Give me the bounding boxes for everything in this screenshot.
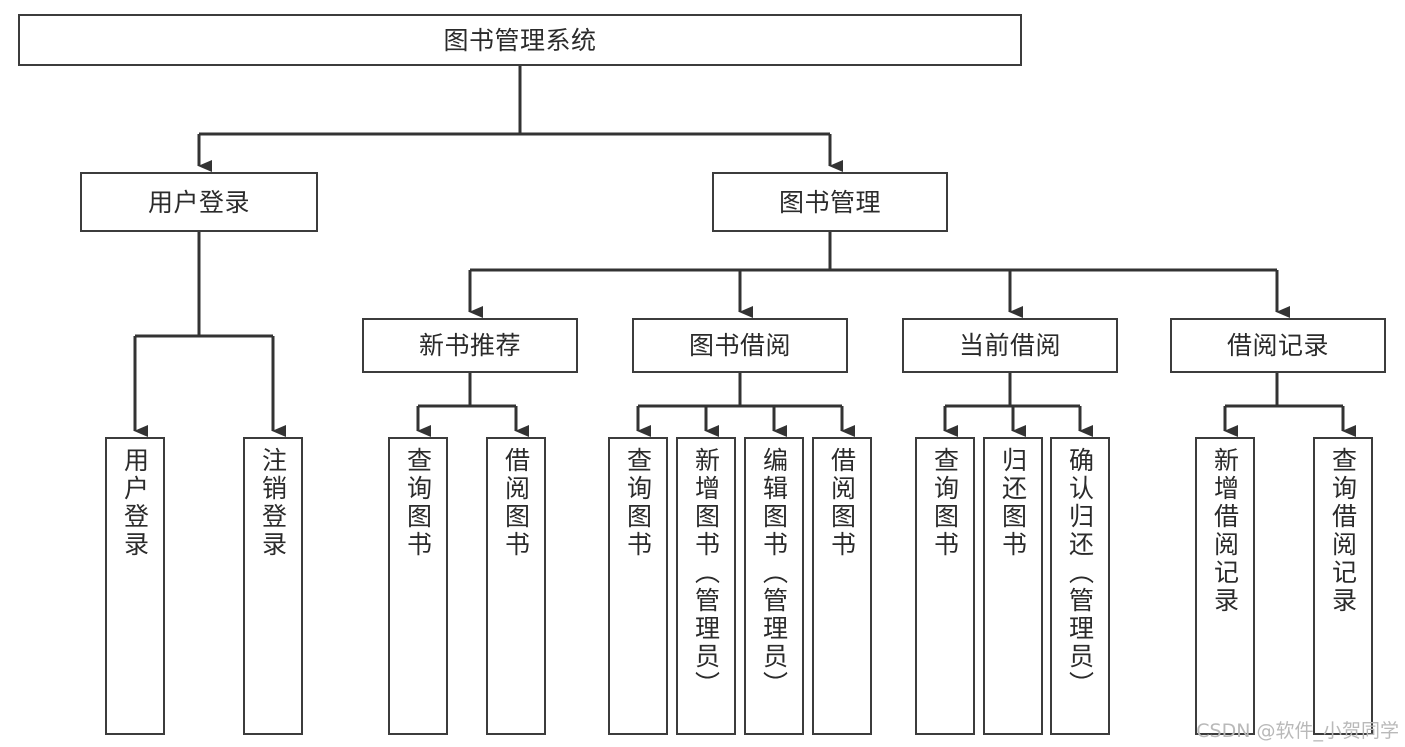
leaf-query-borrowing-record[interactable]: 查询借阅记录 — [1313, 437, 1373, 735]
leaf-add-borrowing-record[interactable]: 新增借阅记录 — [1195, 437, 1255, 735]
leaf-borrow-books-borrowing[interactable]: 借阅图书 — [812, 437, 872, 735]
leaf-query-books-new-book[interactable]: 查询图书 — [388, 437, 448, 735]
leaf-logout[interactable]: 注销登录 — [243, 437, 303, 735]
node-label: 图书管理系统 — [443, 25, 597, 55]
node-label: 用户登录 — [147, 187, 250, 217]
node-book-management[interactable]: 图书管理 — [712, 172, 948, 232]
node-borrowing-records[interactable]: 借阅记录 — [1170, 318, 1386, 373]
node-label: 查询图书 — [930, 447, 960, 559]
node-label: 编辑图书（管理员） — [759, 447, 789, 699]
node-root-book-management-system[interactable]: 图书管理系统 — [18, 14, 1022, 66]
node-label: 借阅图书 — [501, 447, 531, 559]
leaf-user-login[interactable]: 用户登录 — [105, 437, 165, 735]
leaf-add-book-admin[interactable]: 新增图书（管理员） — [676, 437, 736, 735]
node-label: 查询图书 — [623, 447, 653, 559]
node-label: 当前借阅 — [958, 331, 1061, 360]
node-user-login[interactable]: 用户登录 — [80, 172, 318, 232]
node-book-borrowing[interactable]: 图书借阅 — [632, 318, 848, 373]
node-new-book-recommendation[interactable]: 新书推荐 — [362, 318, 578, 373]
node-label: 确认归还（管理员） — [1065, 447, 1095, 699]
leaf-return-books[interactable]: 归还图书 — [983, 437, 1043, 735]
node-label: 注销登录 — [258, 447, 288, 559]
node-label: 新增借阅记录 — [1210, 447, 1240, 615]
node-label: 查询图书 — [403, 447, 433, 559]
node-label: 新增图书（管理员） — [691, 447, 721, 699]
leaf-query-books-current[interactable]: 查询图书 — [915, 437, 975, 735]
leaf-query-books-borrowing[interactable]: 查询图书 — [608, 437, 668, 735]
node-label: 归还图书 — [998, 447, 1028, 559]
leaf-borrow-books-new-book[interactable]: 借阅图书 — [486, 437, 546, 735]
node-label: 用户登录 — [120, 447, 150, 559]
node-label: 图书管理 — [778, 187, 881, 217]
leaf-confirm-return-admin[interactable]: 确认归还（管理员） — [1050, 437, 1110, 735]
leaf-edit-book-admin[interactable]: 编辑图书（管理员） — [744, 437, 804, 735]
node-label: 借阅图书 — [827, 447, 857, 559]
node-label: 查询借阅记录 — [1328, 447, 1358, 615]
node-label: 新书推荐 — [418, 331, 521, 360]
node-label: 图书借阅 — [688, 331, 791, 360]
node-label: 借阅记录 — [1226, 331, 1329, 360]
node-current-borrowing[interactable]: 当前借阅 — [902, 318, 1118, 373]
